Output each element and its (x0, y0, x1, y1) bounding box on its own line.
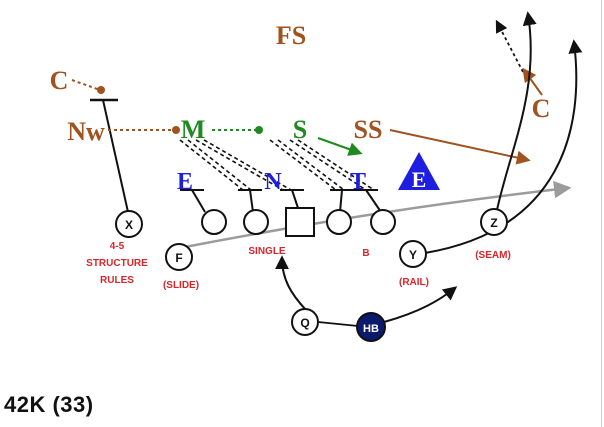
svg-text:Q: Q (300, 316, 309, 330)
label-e: E (177, 169, 193, 195)
note-rail: (RAIL) (399, 277, 429, 288)
svg-text:Z: Z (490, 216, 497, 230)
label-nw: Nw (67, 117, 105, 146)
play-title: 42K (33) (4, 392, 94, 417)
offensive-line (180, 189, 396, 237)
nw-m-dot (172, 126, 180, 134)
player-q: Q (291, 308, 319, 336)
player-z: Z (480, 208, 508, 236)
svg-text:Y: Y (409, 248, 417, 262)
label-n: N (264, 169, 282, 195)
c-left-dot (97, 86, 105, 94)
note-seam: (SEAM) (475, 250, 511, 261)
e-triangle: E (398, 152, 440, 192)
hb-flat-route (383, 286, 458, 323)
x-block-line (102, 99, 129, 213)
label-c-right: C (532, 94, 551, 123)
lg-circle (243, 209, 269, 235)
svg-text:E: E (412, 167, 427, 192)
label-c-left: C (50, 66, 69, 95)
rt-circle (370, 209, 396, 235)
c-right-arrow (522, 67, 543, 96)
f-slide-route (184, 180, 572, 249)
player-f: F (165, 243, 193, 271)
svg-text:F: F (175, 251, 182, 265)
z-seam-route (496, 11, 537, 211)
svg-text:X: X (125, 218, 133, 232)
s-arrow (317, 137, 363, 156)
player-x: X (115, 210, 143, 238)
label-ss: SS (354, 115, 383, 144)
m-s-dot (255, 126, 263, 134)
q-hb-line (317, 321, 359, 327)
lb-gap-lines (179, 139, 375, 191)
center-square (285, 207, 315, 237)
q-to-single-route (275, 255, 307, 311)
label-fs: FS (276, 21, 306, 50)
c-left-dotted (71, 79, 101, 91)
note-single: SINGLE (248, 246, 286, 257)
rg-circle (326, 209, 352, 235)
note-structure-1: 4-5 (110, 241, 125, 252)
note-b: B (362, 248, 369, 259)
svg-text:HB: HB (363, 323, 379, 335)
ss-arrow (389, 129, 531, 165)
label-t: T (350, 169, 366, 195)
y-rail-route (424, 39, 583, 254)
right-border (601, 0, 602, 427)
label-m: M (181, 115, 206, 144)
c-right-dotted (495, 19, 524, 73)
label-s: S (293, 115, 307, 144)
note-structure-3: RULES (100, 275, 134, 286)
note-structure-2: STRUCTURE (86, 258, 148, 269)
note-slide: (SLIDE) (163, 280, 199, 291)
lt-circle (201, 209, 227, 235)
player-y: Y (399, 240, 427, 268)
player-hb: HB (356, 312, 386, 342)
